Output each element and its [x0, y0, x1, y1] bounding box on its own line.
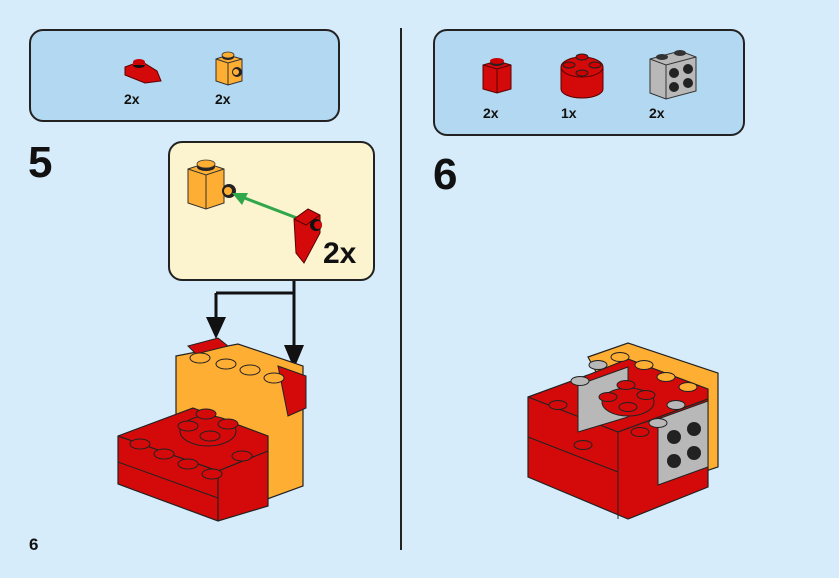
red-round-brick-2x2-icon — [560, 53, 604, 99]
red-curved-slope-plate-icon — [293, 208, 322, 264]
page-number: 6 — [29, 535, 39, 554]
step5-model-illustration — [117, 337, 307, 522]
red-curved-slope-plate-icon — [124, 59, 162, 84]
part-qty: 2x — [649, 105, 665, 121]
grey-brick-side-studs-icon — [649, 50, 697, 100]
step-number: 6 — [433, 150, 458, 199]
placement-arrows — [206, 281, 304, 369]
part-qty: 2x — [483, 105, 499, 121]
step-number: 5 — [28, 138, 53, 187]
step6-model-illustration — [527, 342, 719, 520]
step-divider — [400, 28, 402, 550]
orange-brick-side-stud-icon — [187, 159, 236, 210]
callout-qty: 2x — [323, 237, 357, 270]
step5-parts-list: 2x 2x — [29, 29, 340, 122]
step6-parts-list: 2x 1x 2x — [433, 29, 745, 136]
part-qty: 2x — [124, 91, 140, 107]
orange-brick-side-stud-icon — [215, 51, 243, 86]
red-brick-1x1-icon — [482, 58, 512, 94]
part-qty: 1x — [561, 105, 577, 121]
step5-subassembly-callout: 2x — [168, 141, 375, 281]
part-qty: 2x — [215, 91, 231, 107]
